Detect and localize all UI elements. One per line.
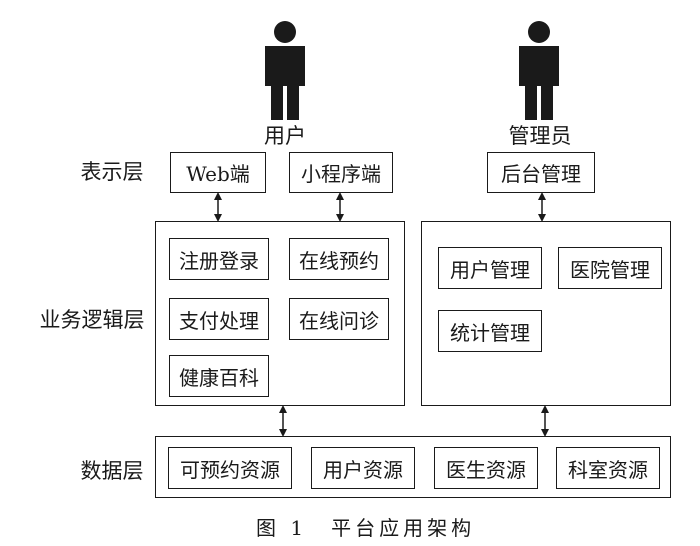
layer-data-label: 数据层 xyxy=(80,458,144,483)
module-statistics-management: 统计管理 xyxy=(438,310,542,352)
resource-label: 用户资源 xyxy=(323,457,403,482)
module-online-booking: 在线预约 xyxy=(289,238,389,280)
resource-label: 科室资源 xyxy=(568,457,648,482)
module-hospital-management: 医院管理 xyxy=(558,247,662,289)
module-user-management: 用户管理 xyxy=(438,247,542,289)
resource-user: 用户资源 xyxy=(311,447,415,489)
module-label: 在线预约 xyxy=(299,248,379,273)
admin-person-icon xyxy=(519,21,559,120)
module-label: 医院管理 xyxy=(570,257,650,282)
web-client-box: Web端 xyxy=(170,152,266,193)
actor-admin-label: 管理员 xyxy=(508,123,572,148)
module-register-login: 注册登录 xyxy=(169,238,269,280)
module-label: 用户管理 xyxy=(450,257,530,282)
miniprogram-client-label: 小程序端 xyxy=(301,162,381,186)
resource-label: 可预约资源 xyxy=(180,457,280,482)
resource-doctor: 医生资源 xyxy=(434,447,538,489)
user-person-icon xyxy=(265,21,305,120)
module-label: 注册登录 xyxy=(179,248,259,273)
module-label: 在线问诊 xyxy=(299,308,379,333)
resource-label: 医生资源 xyxy=(446,457,526,482)
module-payment: 支付处理 xyxy=(169,298,269,340)
module-label: 统计管理 xyxy=(450,320,530,345)
miniprogram-client-box: 小程序端 xyxy=(289,152,393,193)
resource-department: 科室资源 xyxy=(556,447,660,489)
backend-admin-box: 后台管理 xyxy=(487,152,595,193)
actor-user-label: 用户 xyxy=(264,123,306,148)
layer-business-label: 业务逻辑层 xyxy=(39,307,145,332)
module-online-consultation: 在线问诊 xyxy=(289,298,389,340)
web-client-label: Web端 xyxy=(186,162,250,186)
resource-bookable: 可预约资源 xyxy=(168,447,292,489)
backend-admin-label: 后台管理 xyxy=(501,162,581,186)
layer-presentation-label: 表示层 xyxy=(80,159,144,184)
module-label: 支付处理 xyxy=(179,308,259,333)
figure-caption: 图 1 平台应用架构 xyxy=(256,516,476,540)
module-label: 健康百科 xyxy=(179,365,259,390)
module-health-encyclopedia: 健康百科 xyxy=(169,355,269,397)
